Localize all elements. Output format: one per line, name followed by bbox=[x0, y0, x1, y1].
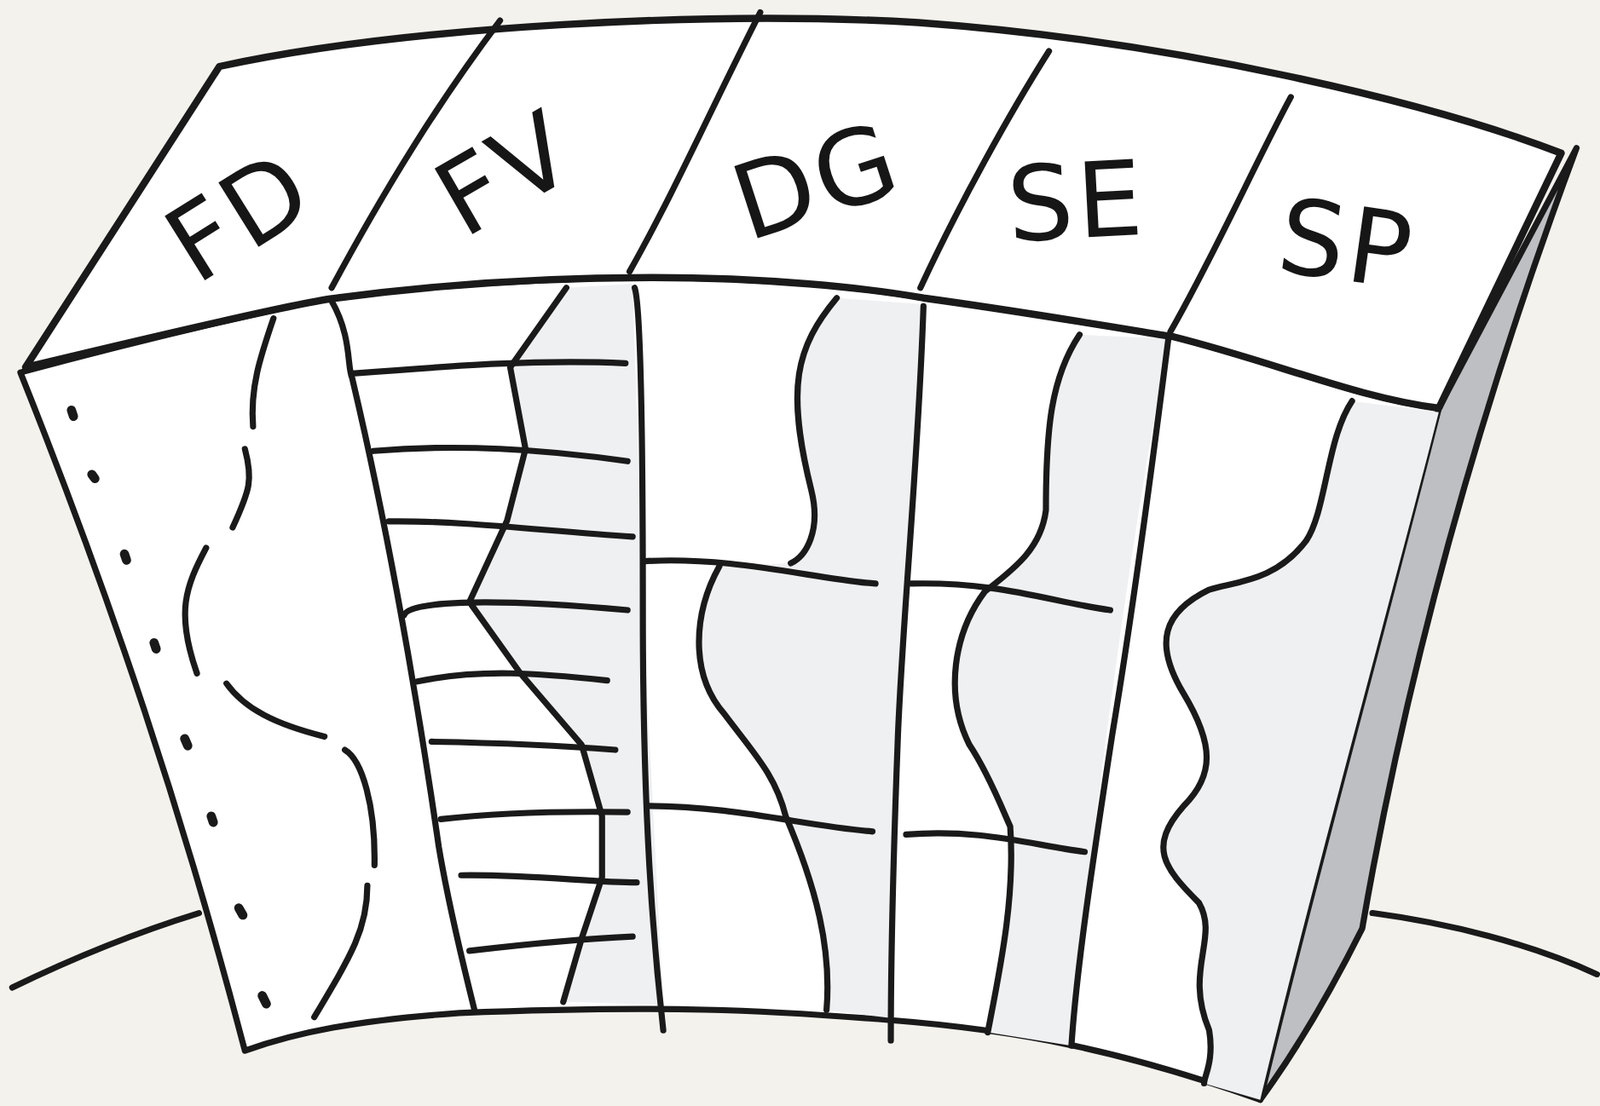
column-label: SP bbox=[1272, 184, 1421, 307]
column-label: SE bbox=[1005, 146, 1150, 258]
